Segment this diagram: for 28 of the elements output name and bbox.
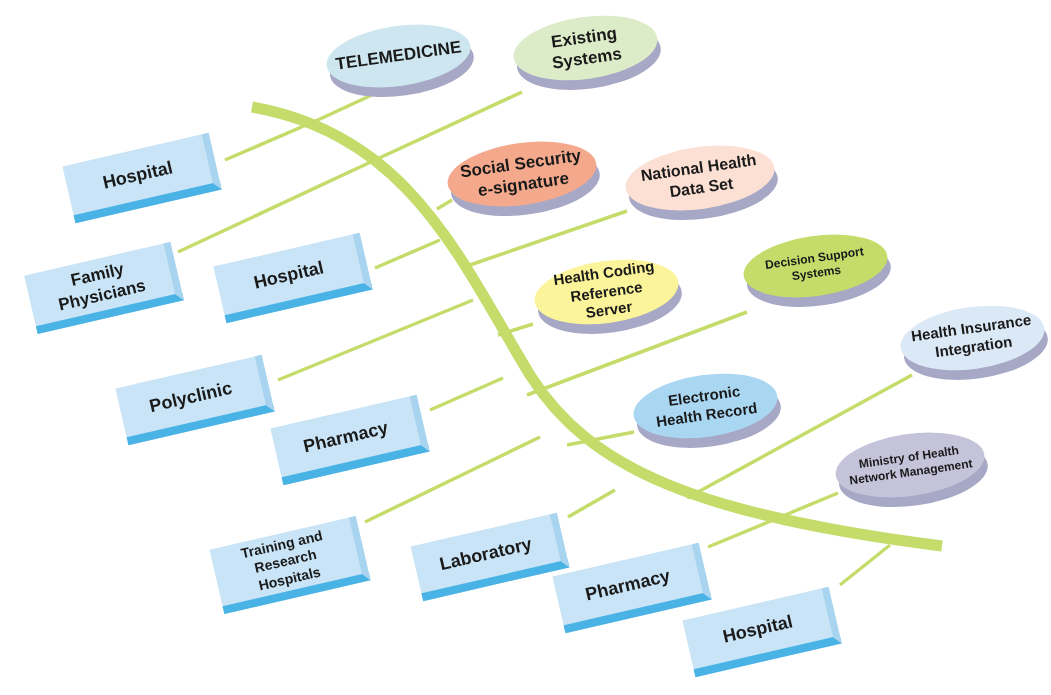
connector-line (686, 373, 913, 500)
connector-line (436, 198, 453, 211)
box-label: Hospital (720, 609, 795, 648)
disc-label: Ministry of Health Network Management (847, 442, 975, 489)
disc-label: TELEMEDICINE (333, 36, 463, 76)
disc-label: Health Insurance Integration (909, 311, 1033, 363)
box-label: Pharmacy (301, 416, 391, 458)
disc-label: Existing Systems (548, 22, 624, 75)
disc-label: Social Security e-signature (457, 144, 584, 203)
box-label: Laboratory (437, 532, 535, 576)
disc-label: Electronic Health Record (653, 381, 759, 432)
connector-line (224, 117, 321, 162)
connector-line (374, 238, 441, 270)
box-label: Hospital (100, 155, 175, 194)
connector-line (469, 209, 628, 267)
connector-line (277, 298, 474, 382)
disc-label: Health Coding Reference Server (550, 256, 656, 324)
connector-line (364, 435, 541, 524)
box-label: Training and Research Hospitals (238, 525, 325, 596)
box-label: Hospital (251, 255, 326, 294)
box-label: Polyclinic (147, 376, 235, 418)
connector-line (566, 430, 635, 447)
connector-line (526, 310, 748, 397)
disc-label: National Health Data Set (638, 150, 759, 203)
connector-line (838, 543, 892, 587)
box-label: Pharmacy (583, 564, 673, 606)
connector-line (429, 376, 504, 412)
disc-label: Decision Support Systems (762, 243, 866, 286)
